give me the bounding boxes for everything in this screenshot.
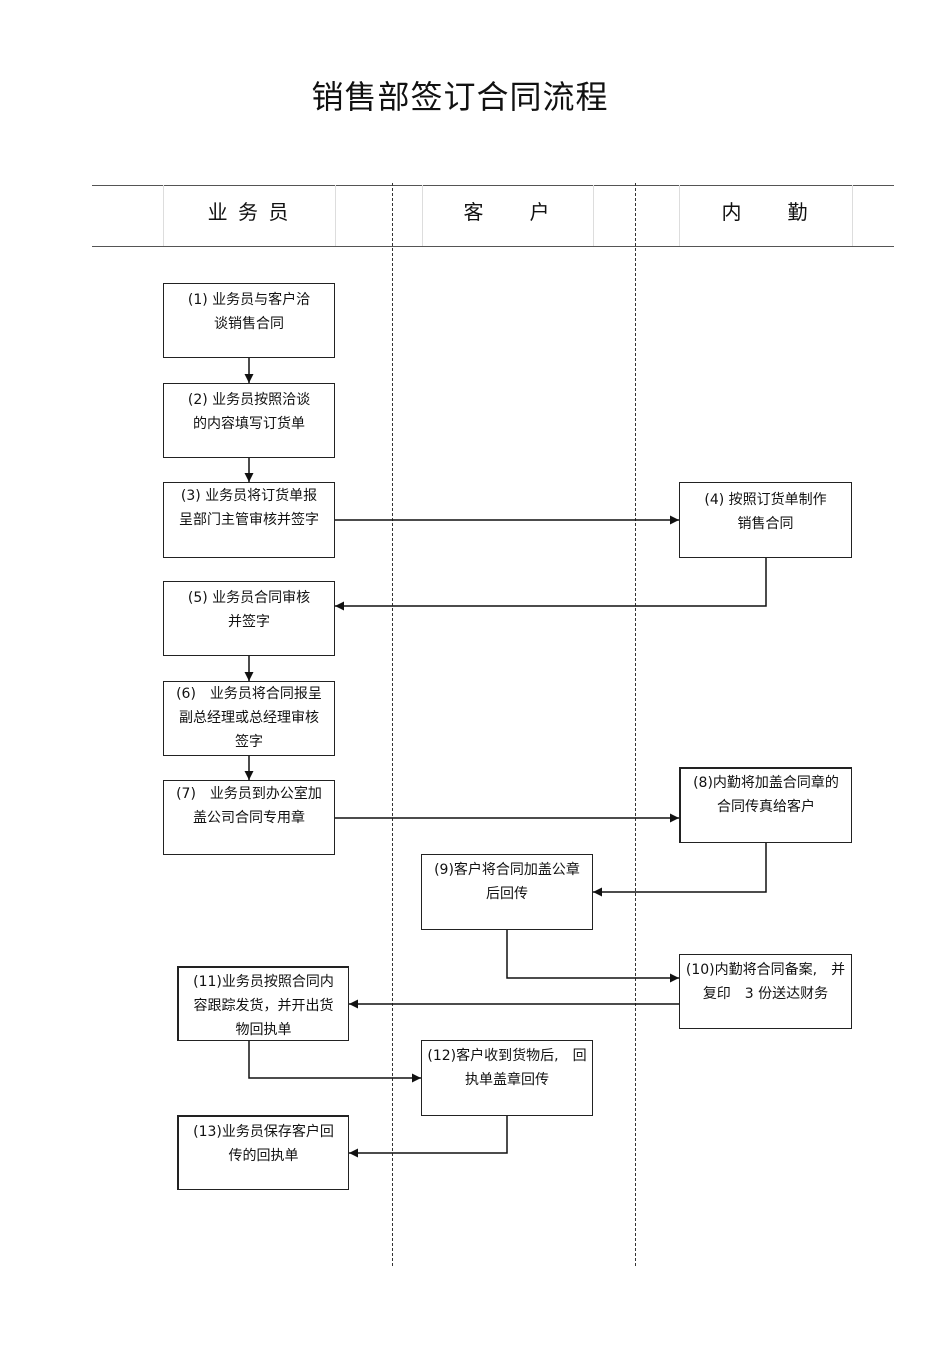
step-7-line-2: 盖公司合同专用章: [193, 810, 305, 826]
step-6-line-2: 副总经理或总经理审核: [179, 710, 319, 726]
step-4-line-1: (4) 按照订货单制作: [704, 492, 827, 508]
lane-divider-dashed: [635, 183, 636, 1266]
step-10-box: (10)内勤将合同备案, 并 复印 3 份送达财务: [679, 954, 852, 1029]
step-1-line-2: 谈销售合同: [214, 316, 284, 332]
header-cell-divider: [163, 185, 164, 246]
step-11-line-3: 物回执单: [235, 1022, 292, 1038]
step-3-line-2: 呈部门主管审核并签字: [179, 512, 319, 528]
header-top-rule: [92, 185, 894, 186]
header-cell-divider: [679, 185, 680, 246]
lane-divider-dashed: [392, 183, 393, 1266]
step-10-line-1: (10)内勤将合同备案, 并: [685, 962, 846, 978]
page-title: 销售部签订合同流程: [311, 78, 609, 116]
arrow-11-to-12: [248, 1041, 421, 1083]
step-3-box: (3) 业务员将订货单报 呈部门主管审核并签字: [163, 482, 335, 558]
step-5-line-2: 并签字: [228, 614, 270, 630]
step-10-line-2: 复印 3 份送达财务: [702, 986, 829, 1002]
step-6-line-3: 签字: [235, 734, 263, 750]
step-8-box: (8)内勤将加盖合同章的 合同传真给客户: [679, 767, 852, 843]
step-6-line-1: (6) 业务员将合同报呈: [176, 686, 322, 702]
lane-label-salesperson: 业 务 员: [207, 200, 291, 224]
step-12-box: (12)客户收到货物后, 回 执单盖章回传: [421, 1040, 593, 1116]
arrow-8-to-9: [593, 843, 767, 897]
step-2-box: (2) 业务员按照洽谈 的内容填写订货单: [163, 383, 335, 458]
step-7-box: (7) 业务员到办公室加 盖公司合同专用章: [163, 780, 335, 855]
step-4-line-2: 销售合同: [737, 516, 794, 532]
step-12-line-2: 执单盖章回传: [465, 1072, 549, 1088]
step-13-line-1: (13)业务员保存客户回: [193, 1124, 334, 1140]
lane-label-customer: 客 户: [463, 200, 552, 224]
header-cell-divider: [593, 185, 594, 246]
arrow-9-to-10: [506, 930, 679, 983]
step-11-line-1: (11)业务员按照合同内: [193, 974, 334, 990]
lane-label-internal: 内 勤: [721, 200, 810, 224]
step-2-line-2: 的内容填写订货单: [193, 416, 305, 432]
step-6-box: (6) 业务员将合同报呈 副总经理或总经理审核 签字: [163, 681, 335, 756]
step-8-line-1: (8)内勤将加盖合同章的: [693, 775, 839, 791]
step-9-box: (9)客户将合同加盖公章 后回传: [421, 854, 593, 930]
step-11-line-2: 容跟踪发货，并开出货: [193, 998, 334, 1014]
step-3-line-1: (3) 业务员将订货单报: [180, 488, 318, 504]
step-1-line-1: (1) 业务员与客户洽: [187, 292, 311, 308]
step-13-line-2: 传的回执单: [228, 1148, 299, 1164]
step-1-box: (1) 业务员与客户洽 谈销售合同: [163, 283, 335, 358]
step-9-line-1: (9)客户将合同加盖公章: [434, 862, 580, 878]
step-7-line-1: (7) 业务员到办公室加: [176, 786, 322, 802]
step-12-line-1: (12)客户收到货物后, 回: [427, 1048, 587, 1064]
step-9-line-2: 后回传: [486, 886, 528, 902]
header-cell-divider: [852, 185, 853, 246]
arrow-4-to-5: [335, 558, 767, 611]
header-cell-divider: [335, 185, 336, 246]
step-4-box: (4) 按照订货单制作 销售合同: [679, 482, 852, 558]
header-bottom-rule: [92, 246, 894, 247]
header-cell-divider: [422, 185, 423, 246]
step-11-box: (11)业务员按照合同内 容跟踪发货，并开出货 物回执单: [177, 966, 349, 1041]
step-8-line-2: 合同传真给客户: [717, 799, 815, 815]
step-5-line-1: (5) 业务员合同审核: [187, 590, 311, 606]
step-5-box: (5) 业务员合同审核 并签字: [163, 581, 335, 656]
step-2-line-1: (2) 业务员按照洽谈: [187, 392, 311, 408]
arrow-12-to-13: [349, 1116, 508, 1158]
step-13-box: (13)业务员保存客户回 传的回执单: [177, 1115, 349, 1190]
